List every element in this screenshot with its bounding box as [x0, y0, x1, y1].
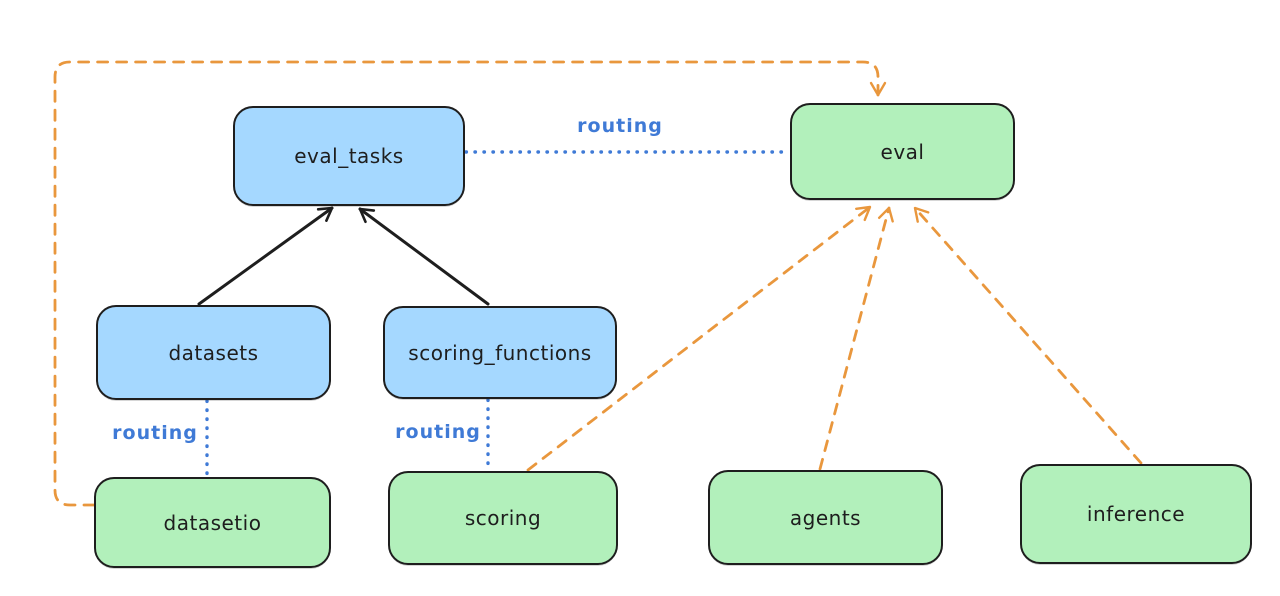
edge-datasets-to-eval-tasks: [197, 206, 334, 306]
node-label: eval_tasks: [294, 144, 404, 168]
edge-label-routing-mid: routing: [395, 421, 481, 443]
edge-label-routing-top: routing: [577, 115, 663, 137]
node-label: eval: [880, 139, 925, 164]
node-label: scoring: [464, 506, 542, 530]
node-label: datasets: [168, 340, 259, 365]
node-scoring: scoring: [388, 471, 618, 565]
edge-inference-to-eval: [913, 206, 1143, 465]
node-scoring-functions: scoring_functions: [383, 306, 617, 399]
node-eval-tasks: eval_tasks: [233, 106, 465, 206]
node-agents: agents: [708, 470, 943, 565]
node-datasets: datasets: [96, 305, 331, 400]
edge-label-routing-left: routing: [112, 422, 198, 444]
node-label: inference: [1086, 502, 1186, 526]
edge-agents-to-eval: [818, 206, 894, 471]
node-label: datasetio: [163, 510, 262, 535]
node-label: agents: [789, 505, 862, 530]
node-label: scoring_functions: [408, 340, 592, 365]
node-datasetio: datasetio: [94, 477, 331, 568]
edge-scoring-functions-to-eval-tasks: [358, 207, 490, 306]
node-inference: inference: [1020, 464, 1252, 564]
node-eval: eval: [790, 103, 1015, 200]
